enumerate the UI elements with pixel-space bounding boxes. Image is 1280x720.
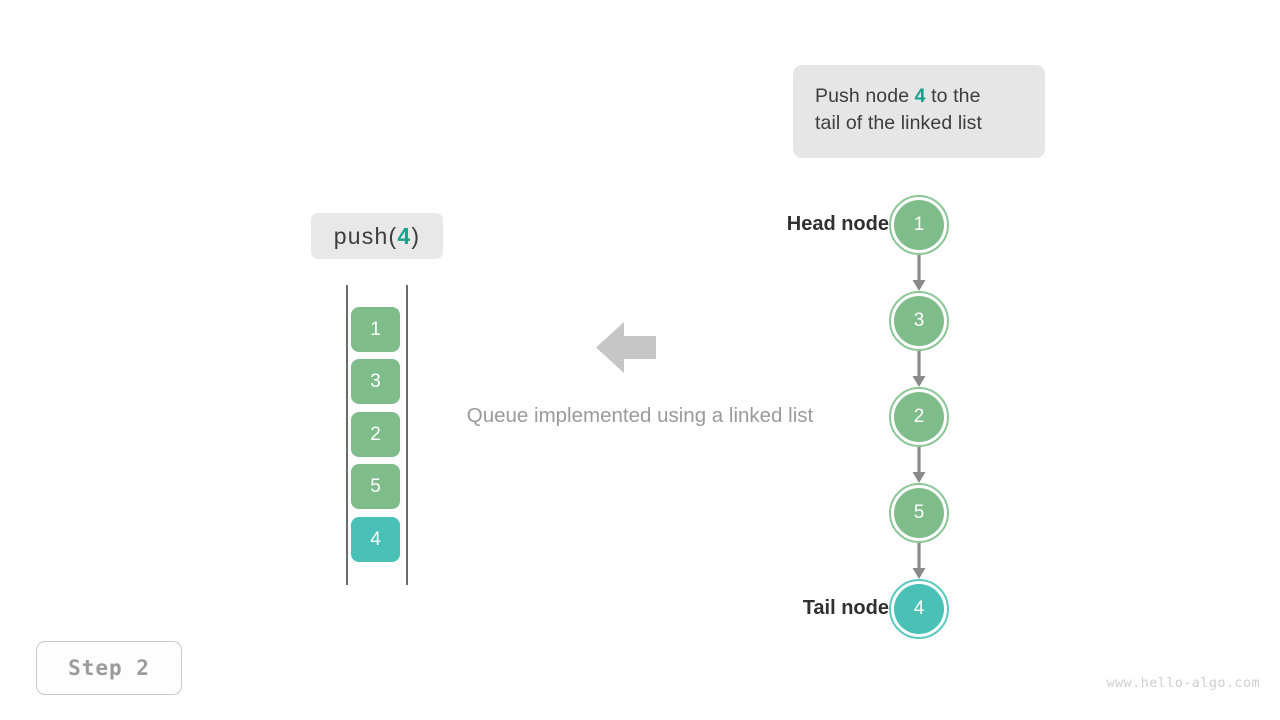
queue-cell: 2: [351, 412, 400, 457]
queue-cell-value: 2: [370, 423, 381, 445]
arrow-left-icon: [596, 320, 656, 375]
step-badge: Step 2: [36, 641, 182, 695]
linked-list-link-arrow: [908, 255, 930, 291]
operation-label-box: push(4): [311, 213, 443, 259]
linked-list-node: 1: [889, 195, 949, 255]
queue-rail-right: [406, 285, 408, 585]
instruction-caption-text: Push node 4 to the tail of the linked li…: [815, 83, 1023, 137]
linked-list-link-arrow: [908, 447, 930, 483]
middle-caption: Queue implemented using a linked list: [466, 404, 814, 427]
linked-list-link-arrow: [908, 351, 930, 387]
linked-list-link-arrow: [908, 543, 930, 579]
queue-cell-value: 3: [370, 370, 381, 392]
head-node-label: Head node: [786, 213, 889, 235]
watermark: www.hello-algo.com: [1106, 675, 1260, 691]
linked-list-node: 3: [889, 291, 949, 351]
caption-line1-prefix: Push node: [815, 85, 915, 107]
instruction-caption-box: Push node 4 to the tail of the linked li…: [793, 65, 1045, 158]
linked-list-node-disc: 1: [894, 200, 944, 250]
queue-cell: 4: [351, 517, 400, 562]
linked-list-node-value: 4: [913, 598, 925, 619]
linked-list-node-value: 3: [913, 310, 925, 331]
queue-cell-value: 1: [370, 318, 381, 340]
caption-line1-accent: 4: [914, 85, 926, 107]
queue-cell-value: 4: [370, 528, 381, 550]
caption-line1-suffix: to the: [925, 85, 981, 107]
queue-rail-left: [346, 285, 348, 585]
queue-cell: 5: [351, 464, 400, 509]
linked-list-node-disc: 3: [894, 296, 944, 346]
linked-list-node: 5: [889, 483, 949, 543]
linked-list-node-value: 2: [913, 406, 925, 427]
caption-line2: tail of the linked list: [815, 112, 983, 134]
tail-node-label: Tail node: [802, 597, 889, 619]
linked-list-node: 2: [889, 387, 949, 447]
queue-cell: 3: [351, 359, 400, 404]
operation-prefix: push(: [333, 222, 398, 249]
linked-list-node-disc: 5: [894, 488, 944, 538]
linked-list-node-value: 1: [913, 214, 925, 235]
step-badge-label: Step 2: [68, 656, 150, 680]
linked-list-node-disc: 2: [894, 392, 944, 442]
queue-cell-value: 5: [370, 475, 381, 497]
queue-cell: 1: [351, 307, 400, 352]
operation-suffix: ): [411, 222, 421, 249]
linked-list-node-disc: 4: [894, 584, 944, 634]
linked-list-node-value: 5: [913, 502, 925, 523]
operation-label-text: push(4): [334, 223, 420, 250]
linked-list-node: 4: [889, 579, 949, 639]
operation-argument: 4: [397, 222, 412, 249]
